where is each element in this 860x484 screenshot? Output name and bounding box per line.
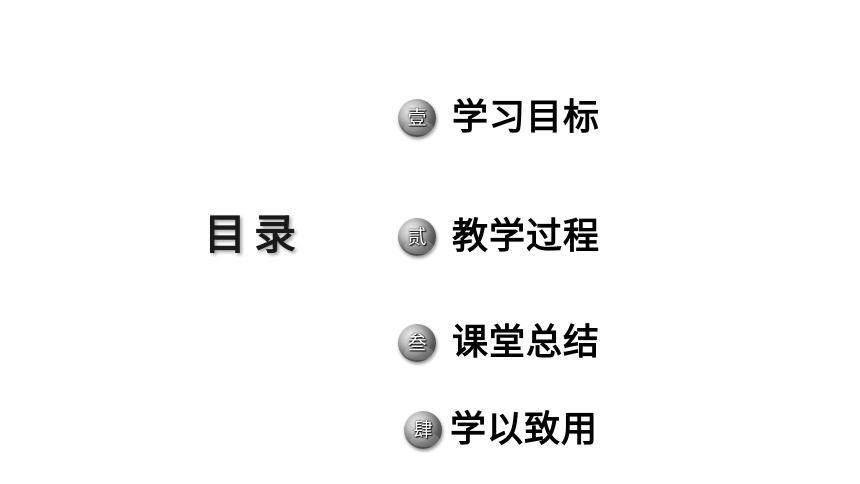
badge-numeral: 贰 — [407, 225, 427, 248]
numeral-badge-icon: 叁 — [398, 324, 436, 362]
toc-item-2[interactable]: 贰 教学过程 — [398, 215, 600, 259]
toc-item-3[interactable]: 叁 课堂总结 — [398, 321, 600, 365]
badge-numeral: 壹 — [407, 106, 427, 129]
numeral-badge-icon: 贰 — [398, 218, 436, 256]
toc-item-label: 课堂总结 — [452, 322, 601, 363]
badge-numeral: 肆 — [413, 418, 433, 441]
toc-item-label: 学习目标 — [452, 97, 601, 138]
toc-item-label: 教学过程 — [452, 216, 601, 257]
badge-numeral: 叁 — [407, 331, 427, 354]
toc-item-1[interactable]: 壹 学习目标 — [398, 96, 600, 140]
toc-item-4[interactable]: 肆 学以致用 — [404, 408, 598, 452]
numeral-badge-icon: 壹 — [398, 99, 436, 137]
toc-item-label: 学以致用 — [450, 409, 599, 450]
numeral-badge-icon: 肆 — [404, 411, 442, 449]
toc-title: 目录 — [204, 210, 305, 259]
